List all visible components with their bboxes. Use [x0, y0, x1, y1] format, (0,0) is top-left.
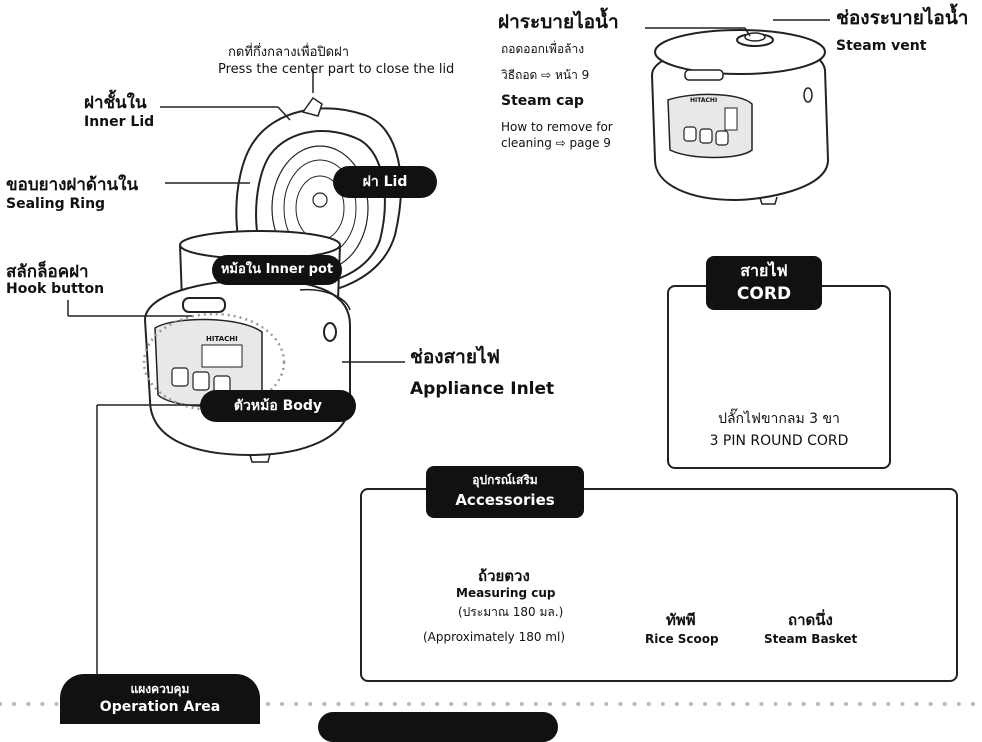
- steam-cap-remove-th: ถอดออกเพื่อล้าง: [501, 42, 584, 57]
- rice-scoop-label-th: ทัพพี: [666, 610, 696, 630]
- steam-basket-label-en: Steam Basket: [764, 631, 857, 648]
- appliance-inlet-label-en: Appliance Inlet: [410, 381, 554, 398]
- measuring-cup-caption-th: (ประมาณ 180 มล.): [458, 605, 563, 620]
- accessories-title-en: Accessories: [426, 490, 584, 510]
- steam-cap-label-th: ฝาระบายไอน้ำ: [498, 12, 619, 32]
- steam-cap-label-en: Steam cap: [501, 93, 584, 110]
- press-center-label-th: กดที่กึ่งกลางเพื่อปิดฝา: [228, 45, 349, 60]
- steam-vent-label-th: ช่องระบายไอน้ำ: [836, 8, 968, 28]
- operation-area-label-th: แผงควบคุม: [60, 680, 260, 698]
- measuring-cup-caption-en: (Approximately 180 ml): [423, 630, 565, 645]
- cord-desc-en: 3 PIN ROUND CORD: [667, 432, 891, 450]
- sealing-ring-label-en: Sealing Ring: [6, 196, 105, 213]
- accessories-title-badge: อุปกรณ์เสริม Accessories: [426, 466, 584, 518]
- accessories-title-th: อุปกรณ์เสริม: [426, 470, 584, 490]
- cord-title-th: สายไฟ: [706, 259, 822, 283]
- rice-scoop-label-en: Rice Scoop: [645, 631, 719, 648]
- brand-logo-main: HITACHI: [206, 335, 238, 343]
- next-section-badge: [318, 712, 558, 742]
- steam-basket-label-th: ถาดนึ่ง: [788, 610, 833, 630]
- hook-button-label-en: Hook button: [6, 281, 104, 298]
- small-rice-cooker: [652, 30, 828, 204]
- cord-title-badge: สายไฟ CORD: [706, 256, 822, 310]
- operation-area-label-en: Operation Area: [60, 698, 260, 716]
- measuring-cup-label-th: ถ้วยตวง: [478, 566, 530, 586]
- steam-cap-remove-en-1: How to remove for: [501, 120, 613, 135]
- cord-desc-th: ปลั๊กไฟขากลม 3 ขา: [667, 410, 891, 428]
- steam-cap-page-th: วิธีถอด ⇨ หน้า 9: [501, 68, 589, 83]
- lid-pill-label: ฝา Lid: [333, 166, 437, 198]
- inner-lid-label-en: Inner Lid: [84, 114, 154, 131]
- press-center-label-en: Press the center part to close the lid: [218, 62, 454, 77]
- body-pill-label: ตัวหม้อ Body: [200, 390, 356, 422]
- steam-cap-remove-en-2: cleaning ⇨ page 9: [501, 136, 611, 151]
- inner-lid-label-th: ฝาชั้นใน: [84, 93, 147, 113]
- operation-area-badge: แผงควบคุม Operation Area: [60, 674, 260, 724]
- brand-logo-small: HITACHI: [690, 97, 717, 104]
- sealing-ring-label-th: ขอบยางฝาด้านใน: [6, 175, 138, 195]
- hook-button-label-th: สลักล็อคฝา: [6, 262, 89, 282]
- cord-title-en: CORD: [706, 283, 822, 305]
- inner-pot-pill-label: หม้อใน Inner pot: [212, 255, 342, 285]
- steam-vent-label-en: Steam vent: [836, 38, 926, 55]
- measuring-cup-label-en: Measuring cup: [456, 585, 555, 602]
- appliance-inlet-label-th: ช่องสายไฟ: [410, 347, 500, 367]
